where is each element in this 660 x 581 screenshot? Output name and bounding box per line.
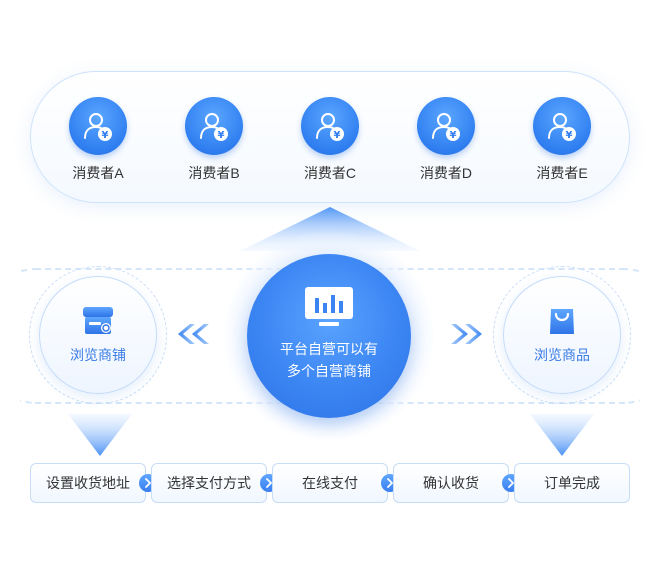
consumer-avatar-icon: ¥ [185, 97, 243, 155]
svg-text:¥: ¥ [450, 130, 457, 141]
double-chevron-right-icon [451, 324, 482, 344]
svg-text:¥: ¥ [218, 130, 225, 141]
consumer-label: 消费者A [72, 165, 124, 181]
consumer-avatar-icon: ¥ [69, 97, 127, 155]
left-node-label: 浏览商铺 [70, 347, 126, 363]
step-order-complete[interactable]: 订单完成 [514, 463, 630, 503]
consumer-label: 消费者C [303, 165, 357, 181]
left-node[interactable]: 浏览商铺 [39, 276, 157, 394]
step-set-address[interactable]: 设置收货地址 [30, 463, 146, 503]
chart-monitor-icon [305, 287, 353, 326]
step-label: 在线支付 [302, 475, 358, 491]
consumer-avatar-icon: ¥ [533, 97, 591, 155]
consumer-avatar-icon: ¥ [301, 97, 359, 155]
step-label: 设置收货地址 [46, 475, 130, 491]
consumer-d[interactable]: ¥ 消费者D [406, 97, 486, 183]
shopping-bag-icon [550, 309, 574, 334]
step-choose-payment[interactable]: 选择支付方式 [151, 463, 267, 503]
down-arrow-right-icon [530, 414, 594, 456]
consumer-b[interactable]: ¥ 消费者B [174, 97, 254, 183]
consumer-c[interactable]: ¥ 消费者C [290, 97, 370, 183]
consumer-label: 消费者D [419, 165, 473, 181]
right-node[interactable]: 浏览商品 [503, 276, 621, 394]
step-online-payment[interactable]: 在线支付 [272, 463, 388, 503]
down-arrow-left-icon [68, 414, 132, 456]
right-node-ring [493, 266, 631, 404]
center-node[interactable]: 平台自营可以有 多个自营商铺 [247, 254, 411, 418]
step-label: 选择支付方式 [167, 475, 251, 491]
consumer-a[interactable]: ¥ 消费者A [58, 97, 138, 183]
step-label: 确认收货 [423, 475, 479, 491]
right-node-label: 浏览商品 [534, 347, 590, 363]
double-chevron-left-icon [178, 324, 209, 344]
step-confirm-receipt[interactable]: 确认收货 [393, 463, 509, 503]
consumer-label: 消费者E [536, 165, 588, 181]
shop-icon [83, 307, 113, 334]
step-label: 订单完成 [544, 475, 600, 491]
consumer-avatar-icon: ¥ [417, 97, 475, 155]
center-text-line2: 多个自营商铺 [287, 363, 371, 379]
consumer-label: 消费者B [188, 165, 240, 181]
consumer-e[interactable]: ¥ 消费者E [522, 97, 602, 183]
svg-text:¥: ¥ [566, 130, 573, 141]
left-node-ring [29, 266, 167, 404]
center-text-line1: 平台自营可以有 [280, 341, 378, 357]
svg-text:¥: ¥ [102, 130, 109, 141]
svg-text:¥: ¥ [334, 130, 341, 141]
